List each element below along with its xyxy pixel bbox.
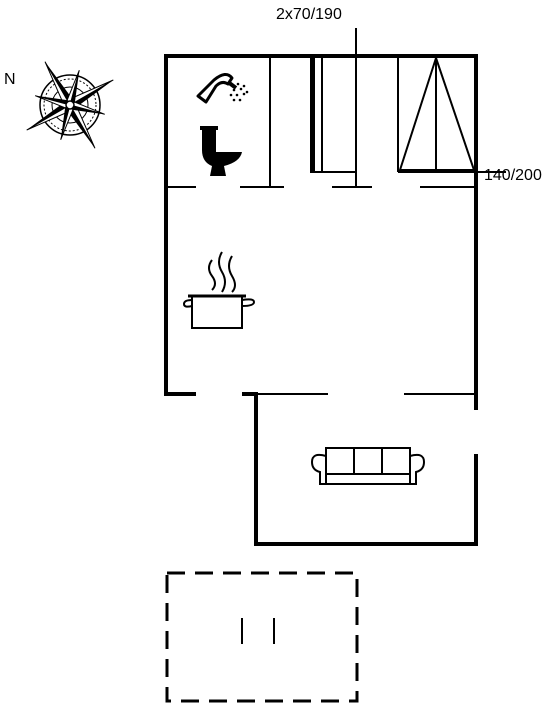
bunk-bed-label: 2x70/190	[276, 6, 342, 23]
bunk-bed: 2x70/190	[276, 6, 357, 173]
toilet-icon	[200, 126, 242, 176]
compass-rose: N	[4, 61, 114, 149]
double-bed: 140/200	[397, 54, 542, 184]
double-bed-label: 140/200	[484, 167, 542, 184]
terrace-outline	[165, 571, 359, 703]
interior-walls	[166, 56, 476, 395]
cooking-pot-icon	[182, 251, 256, 329]
sofa-icon	[310, 447, 426, 485]
shower-icon	[196, 73, 249, 104]
compass-icon	[26, 61, 114, 149]
exterior-walls	[164, 54, 478, 546]
compass-north-label: N	[4, 71, 16, 88]
